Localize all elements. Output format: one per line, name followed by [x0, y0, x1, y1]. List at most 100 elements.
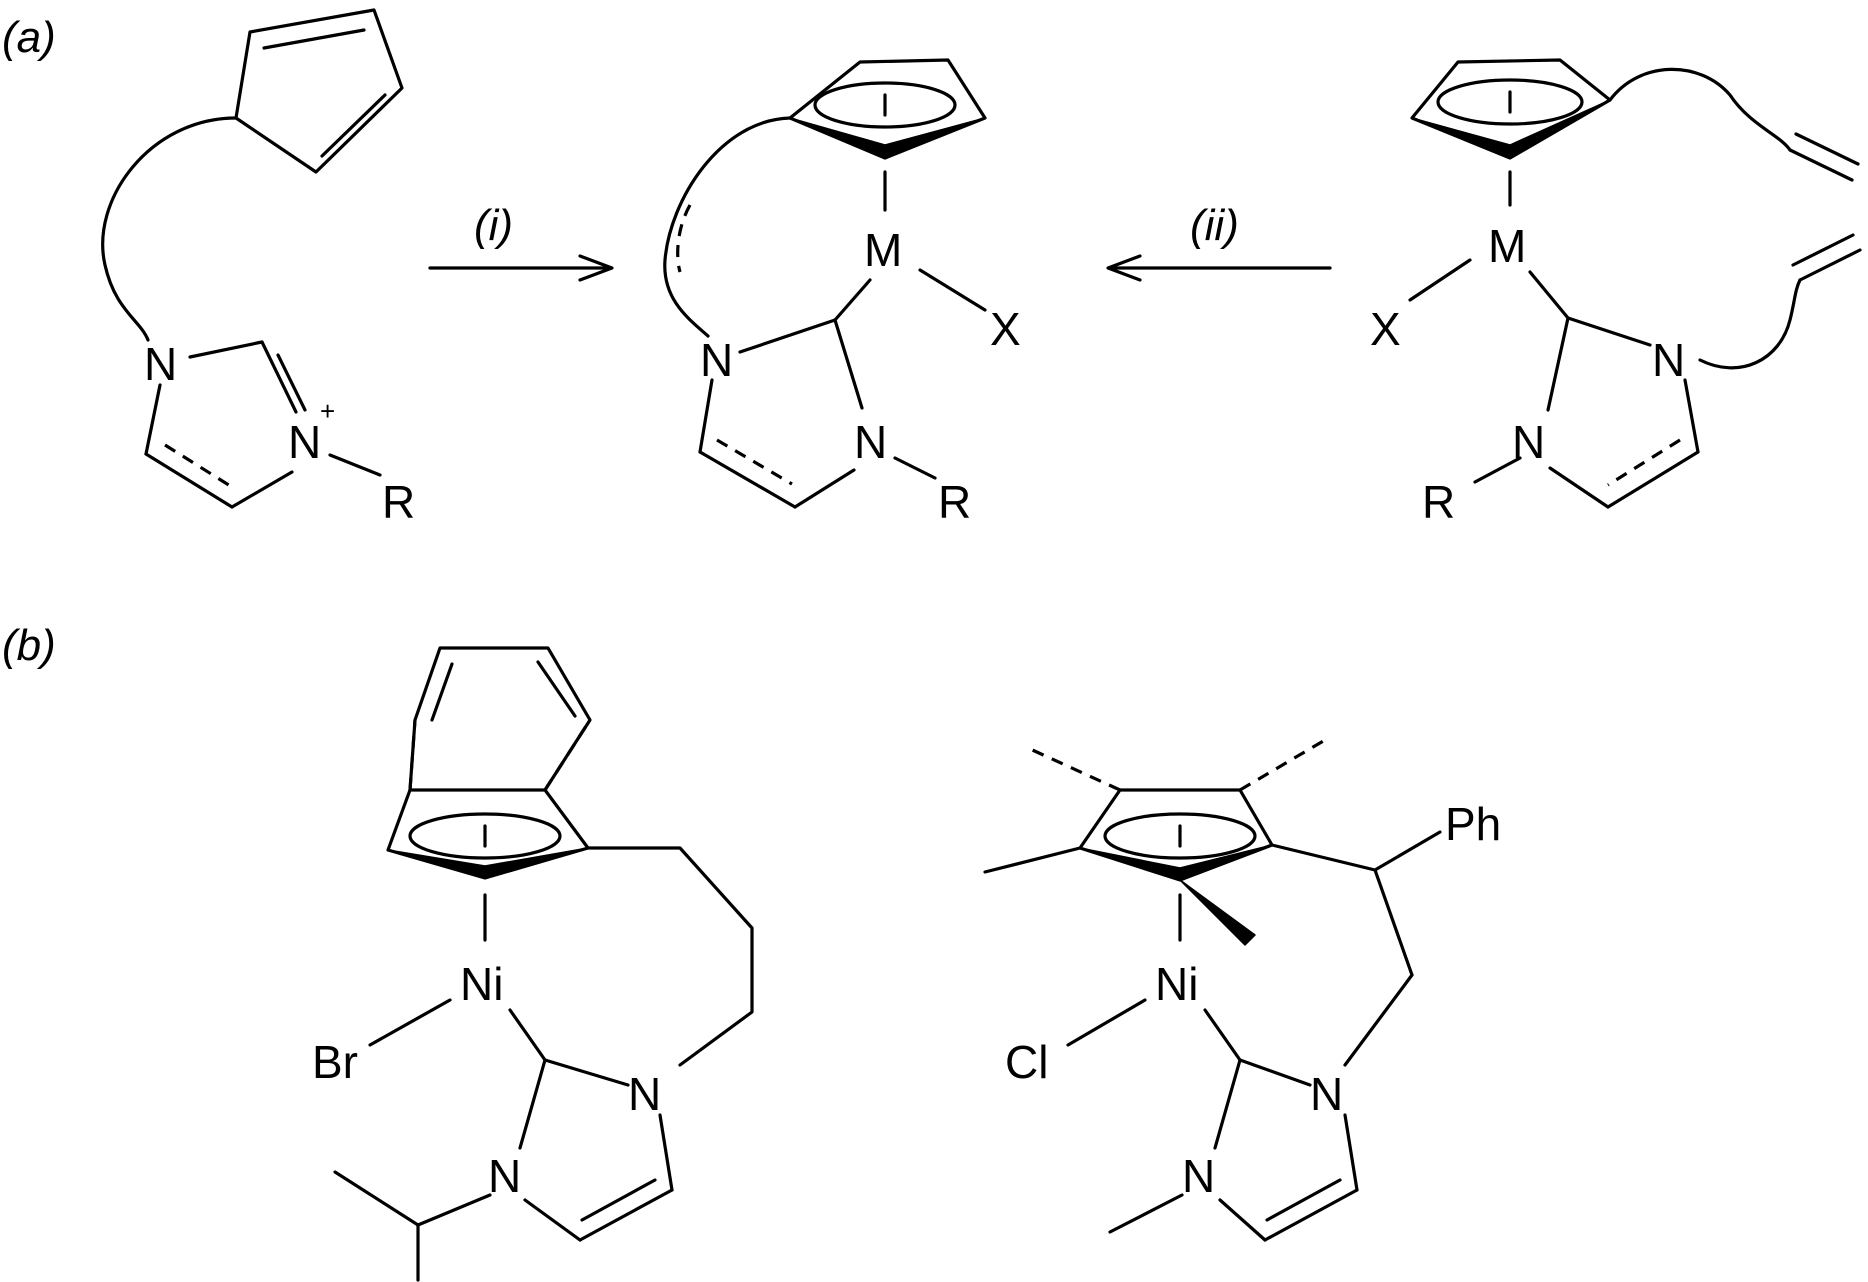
bond-n1-c2-center [738, 318, 837, 354]
bond-c5-c4-dashed [164, 443, 233, 489]
bond-c2-n3-right [1546, 316, 1570, 412]
atom-n3-right-b: N [1182, 1150, 1215, 1202]
bond-c5-c4-dashed-right [1607, 438, 1681, 487]
bond-ipr-me1 [333, 1170, 420, 1227]
arrow-step-ii: (ii) [1106, 201, 1332, 282]
bond-n1-c5 [144, 383, 162, 456]
alkene-lower-a [1798, 248, 1862, 282]
benzo-double-1 [430, 662, 454, 722]
tether-chelate [663, 116, 792, 338]
atom-n1-right-b: N [1310, 1068, 1343, 1120]
atom-n3-left-b: N [488, 1150, 521, 1202]
bond-c5-c4-dashed-center [716, 438, 793, 486]
bond-ni-cl [1066, 998, 1147, 1047]
charge-plus: + [320, 396, 335, 426]
atom-n1-right: N [1652, 334, 1685, 386]
bond-n3-methyl [1108, 1193, 1184, 1234]
bond-c5-c4-left [578, 1188, 674, 1242]
atom-n1: N [144, 338, 177, 390]
bond-ch2-n [1343, 973, 1414, 1067]
bond-c2-n3-right-b [1213, 1058, 1242, 1150]
atom-n3-right: N [1512, 416, 1545, 468]
atom-m-center: M [864, 224, 902, 276]
cp-tether-right [1608, 67, 1792, 152]
bond-c4-n3-right-b [1218, 1198, 1267, 1242]
cp-diene-ring [234, 8, 404, 174]
bond-c5-c4-center [698, 450, 797, 509]
cpstar-front-wedge [1079, 844, 1273, 881]
bond-c5-c4 [144, 452, 234, 509]
bond-c4-n3-right [1548, 466, 1610, 509]
bond-c4-n3-left [523, 1198, 582, 1242]
cp-ring [788, 58, 987, 160]
bond-n1-c5-right [1683, 378, 1700, 454]
step-label-ii: (ii) [1190, 201, 1239, 250]
cp-diene-double-2 [320, 93, 387, 158]
benzo-hash-right [543, 719, 592, 791]
atom-n3-center: N [854, 416, 887, 468]
bond-c5-c4-double-right-b [1265, 1178, 1342, 1222]
arrow-i-head [578, 254, 614, 282]
structure-diene-precursor: M X N N R [1370, 58, 1862, 528]
bond-c2-n1-left [543, 1058, 630, 1087]
bond-cp-chph [1270, 843, 1377, 872]
indenyl-front-wedge [387, 847, 589, 879]
atom-ph: Ph [1445, 798, 1501, 850]
atom-cl: Cl [1005, 1036, 1048, 1088]
tether-arc [101, 116, 238, 342]
bond-ch-ph [1373, 830, 1442, 872]
bond-m-x [918, 268, 987, 312]
arrow-ii-head [1106, 254, 1142, 282]
bond-n1-c5-right-b [1343, 1113, 1359, 1192]
benzo-double-2 [536, 660, 577, 718]
atom-br: Br [312, 1036, 358, 1088]
bond-ni-c2 [508, 1008, 547, 1062]
atom-r: R [382, 476, 415, 528]
bond-n3-r-right [1473, 456, 1522, 484]
cp-aromatic-circle [813, 81, 957, 129]
bond-c5-c4-right [1606, 450, 1700, 509]
alkene-upper-a [1788, 148, 1854, 182]
bond-n3-ipr [416, 1193, 492, 1227]
bond-m-c2-right [1528, 270, 1570, 320]
atom-ni-right: Ni [1155, 958, 1198, 1010]
tether-unsaturation-dashed [676, 204, 692, 273]
bond-c4-n3 [230, 470, 294, 509]
atom-x-center: X [990, 303, 1021, 355]
atom-n1-center: N [700, 334, 733, 386]
indenyl-aromatic-circle [408, 812, 562, 860]
atom-x-right: X [1370, 303, 1401, 355]
bond-ch-ch2 [1373, 868, 1414, 977]
atom-r-center: R [938, 476, 971, 528]
atom-ni-left: Ni [460, 958, 503, 1010]
atom-n1-left-b: N [628, 1068, 661, 1120]
atom-n3: N [288, 416, 321, 468]
bond-c2-n3-center [833, 318, 864, 410]
bond-n1-c5-left [658, 1113, 674, 1192]
n-tether-right [1698, 278, 1802, 370]
bond-c2-n1-right-b [1238, 1058, 1312, 1087]
bond-n1-c5-center [698, 378, 714, 454]
bond-ni-c2-right [1203, 1008, 1242, 1062]
bond-c2-n3 [260, 340, 298, 414]
bond-n3-r [328, 453, 382, 477]
arrow-step-i: (i) [428, 201, 614, 282]
cp-diene-double-1 [262, 28, 366, 50]
cp-ring-front-wedge [789, 117, 986, 159]
bond-c4-n3-center [793, 468, 856, 509]
benzo-ring [408, 646, 592, 792]
panel-label-b: (b) [2, 621, 56, 670]
bond-m-c2 [833, 278, 872, 322]
bond-c2-n1-right [1566, 316, 1652, 347]
structure-indenyl-nickel-complex: Ni Br N N [312, 646, 754, 1282]
structure-cpstar-nickel-complex: Ph Ni Cl N N [983, 738, 1501, 1242]
methyl-hash-left [1027, 746, 1121, 792]
bond-c5-c4-right-b [1263, 1188, 1359, 1242]
bond-c2-n3-left [518, 1058, 547, 1150]
methyl-hash-right [1239, 738, 1326, 792]
propyl-tether [586, 846, 754, 1067]
alkene-upper-b [1794, 132, 1860, 166]
cp-aromatic-circle-right [1436, 78, 1584, 126]
